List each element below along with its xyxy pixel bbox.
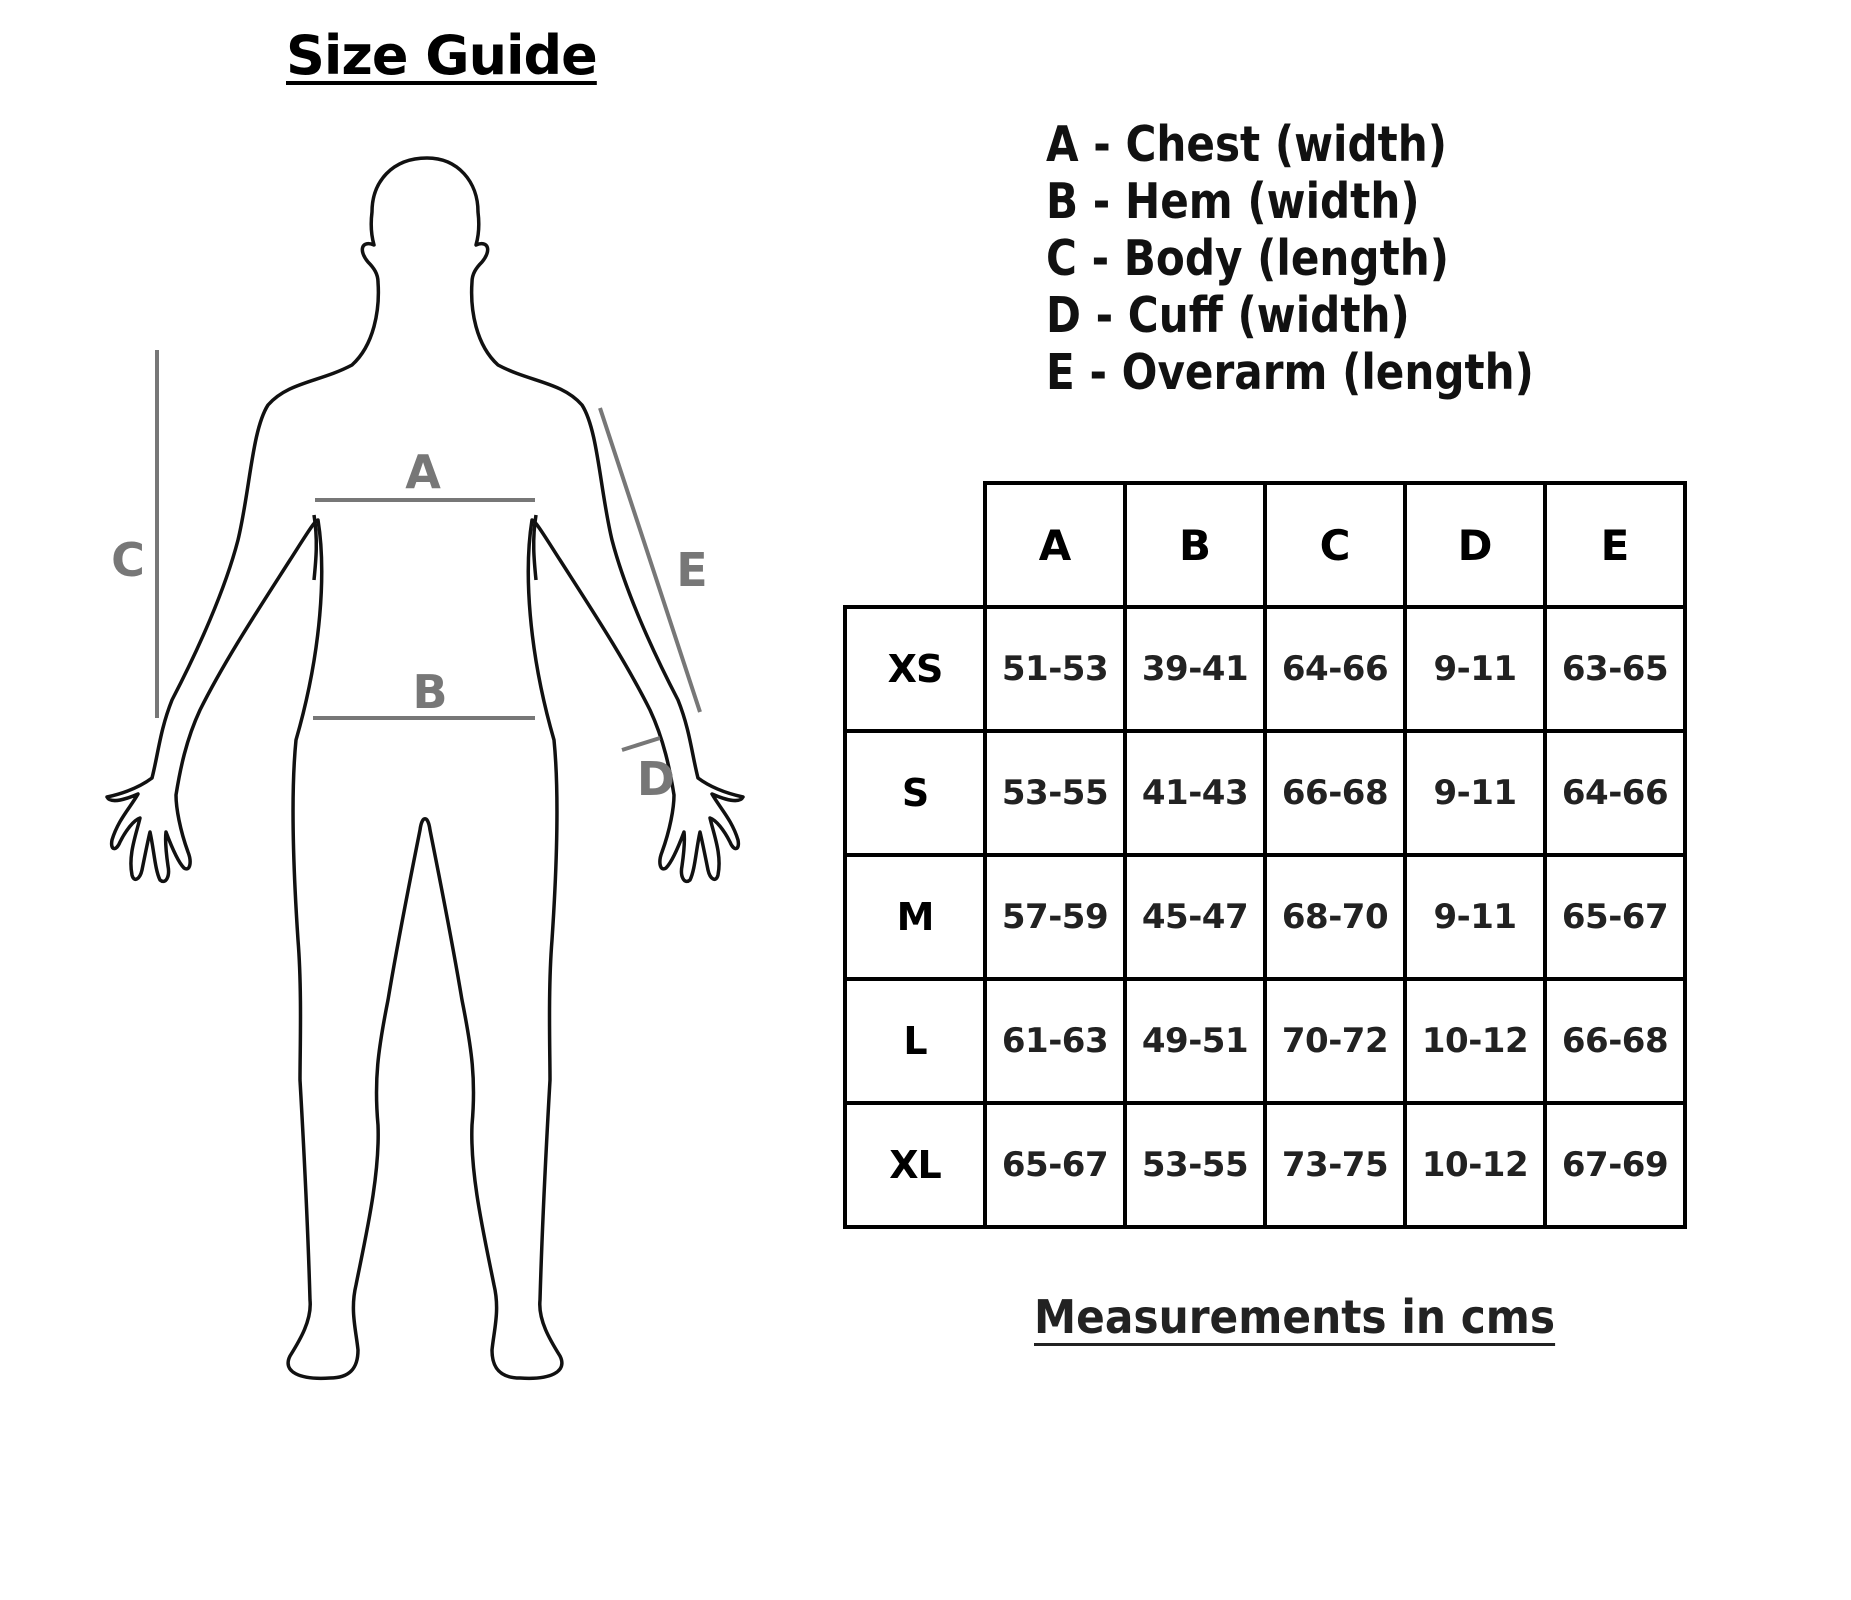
size-label: L bbox=[843, 977, 987, 1105]
page-title: Size Guide bbox=[286, 24, 598, 87]
measurement-cell: 41-43 bbox=[1123, 729, 1267, 857]
legend-item-cuff: D - Cuff (width) bbox=[1046, 287, 1410, 344]
column-header: A bbox=[983, 481, 1127, 609]
measurement-cell: 73-75 bbox=[1263, 1101, 1407, 1229]
measurement-cell: 64-66 bbox=[1263, 605, 1407, 733]
size-label: XS bbox=[843, 605, 987, 733]
measurement-cell: 39-41 bbox=[1123, 605, 1267, 733]
measurement-cell: 64-66 bbox=[1543, 729, 1687, 857]
measurement-cell: 51-53 bbox=[983, 605, 1127, 733]
column-header: B bbox=[1123, 481, 1267, 609]
left-torso-line bbox=[312, 514, 319, 581]
table-row: XS 51-53 39-41 64-66 9-11 63-65 bbox=[843, 605, 1687, 733]
measurement-cell: 66-68 bbox=[1543, 977, 1687, 1105]
size-label: XL bbox=[843, 1101, 987, 1229]
measurement-cell: 65-67 bbox=[1543, 853, 1687, 981]
table-header-row: A B C D E bbox=[845, 481, 1687, 609]
marker-c: C bbox=[111, 533, 145, 587]
right-torso-line bbox=[531, 514, 538, 581]
column-header: E bbox=[1543, 481, 1687, 609]
measurement-cell: 68-70 bbox=[1263, 853, 1407, 981]
marker-e: E bbox=[676, 543, 707, 597]
human-silhouette bbox=[105, 156, 745, 1381]
marker-d: D bbox=[637, 752, 675, 806]
measurement-cell: 10-12 bbox=[1403, 977, 1547, 1105]
table-row: L 61-63 49-51 70-72 10-12 66-68 bbox=[843, 977, 1687, 1105]
measurement-cell: 53-55 bbox=[983, 729, 1127, 857]
marker-b: B bbox=[412, 665, 447, 719]
body-measurement-diagram: A B C D E bbox=[105, 156, 745, 1381]
overarm-guide-line bbox=[598, 407, 702, 713]
measurement-legend: A - Chest (width) B - Hem (width) C - Bo… bbox=[1046, 116, 1534, 401]
table-row: XL 65-67 53-55 73-75 10-12 67-69 bbox=[843, 1101, 1687, 1229]
legend-item-hem: B - Hem (width) bbox=[1046, 173, 1420, 230]
marker-a: A bbox=[405, 445, 441, 499]
measurement-cell: 61-63 bbox=[983, 977, 1127, 1105]
table-corner-cell bbox=[845, 483, 987, 609]
table-row: M 57-59 45-47 68-70 9-11 65-67 bbox=[843, 853, 1687, 981]
column-header: D bbox=[1403, 481, 1547, 609]
measurement-cell: 66-68 bbox=[1263, 729, 1407, 857]
column-header: C bbox=[1263, 481, 1407, 609]
measurement-cell: 70-72 bbox=[1263, 977, 1407, 1105]
measurement-cell: 53-55 bbox=[1123, 1101, 1267, 1229]
legend-item-chest: A - Chest (width) bbox=[1046, 116, 1448, 173]
measurement-cell: 67-69 bbox=[1543, 1101, 1687, 1229]
measurement-cell: 65-67 bbox=[983, 1101, 1127, 1229]
size-table: A B C D E XS 51-53 39-41 64-66 9-11 63-6… bbox=[843, 481, 1687, 1229]
cuff-guide-line bbox=[621, 736, 661, 752]
measurement-units-note: Measurements in cms bbox=[1034, 1290, 1556, 1344]
measurement-cell: 57-59 bbox=[983, 853, 1127, 981]
measurement-cell: 9-11 bbox=[1403, 729, 1547, 857]
legend-item-overarm: E - Overarm (length) bbox=[1046, 344, 1534, 401]
table-row: S 53-55 41-43 66-68 9-11 64-66 bbox=[843, 729, 1687, 857]
measurement-cell: 49-51 bbox=[1123, 977, 1267, 1105]
measurement-cell: 9-11 bbox=[1403, 853, 1547, 981]
measurement-cell: 9-11 bbox=[1403, 605, 1547, 733]
legend-item-body: C - Body (length) bbox=[1046, 230, 1449, 287]
size-label: S bbox=[843, 729, 987, 857]
measurement-cell: 10-12 bbox=[1403, 1101, 1547, 1229]
measurement-cell: 63-65 bbox=[1543, 605, 1687, 733]
size-label: M bbox=[843, 853, 987, 981]
measurement-cell: 45-47 bbox=[1123, 853, 1267, 981]
